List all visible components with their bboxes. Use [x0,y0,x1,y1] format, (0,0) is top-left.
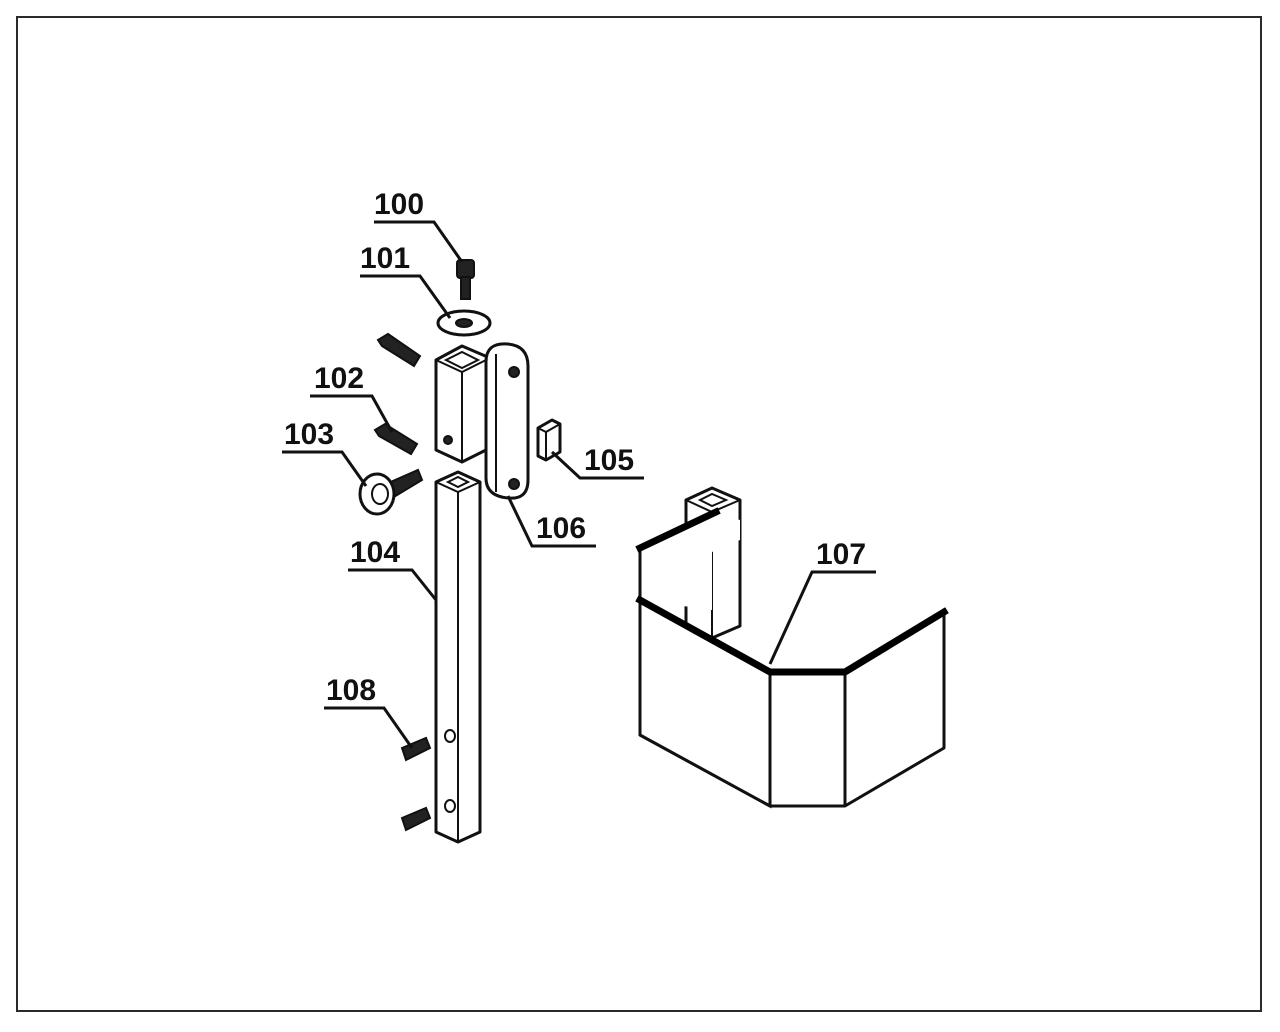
part-107-guard [635,486,949,809]
diagram-frame [16,16,1262,1012]
label-105: 105 [584,444,634,477]
label-103: 103 [284,418,334,451]
part-103-knob-bolt [358,468,424,516]
label-106: 106 [536,512,586,545]
leader-lines [282,220,876,749]
label-102: 102 [314,362,364,395]
part-104-post [434,470,482,844]
part-102-bolts [373,332,422,456]
label-107: 107 [816,538,866,571]
part-100-screw [456,259,475,300]
label-104: 104 [350,536,400,569]
part-labels: 100 101 102 103 104 105 106 107 108 [284,188,866,707]
label-101: 101 [360,242,410,275]
part-106-bracket [434,342,530,500]
part-105-block [536,418,562,462]
part-108-screws [400,736,432,832]
label-100: 100 [374,188,424,221]
label-108: 108 [326,674,376,707]
